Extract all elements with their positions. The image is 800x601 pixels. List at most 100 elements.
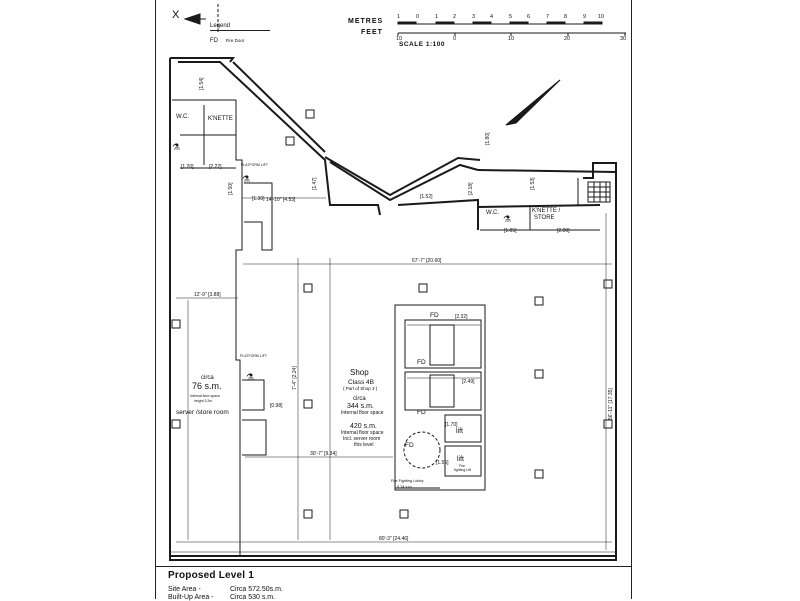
fire-lift-2: fighting Lift: [454, 468, 471, 472]
dim-label: [1.70]: [445, 422, 458, 428]
server-area: 76 s.m.: [192, 381, 222, 391]
scale-feet-label: FEET: [361, 29, 383, 36]
dim-label: [1.47]: [312, 177, 318, 190]
server-note-1: Internal floor space: [190, 394, 220, 398]
metre-tick: 5: [509, 14, 513, 20]
legend-code: FD: [210, 38, 218, 44]
fire-door-label-3: FD: [405, 442, 414, 449]
total-area: 420 s.m.: [350, 423, 377, 430]
dim-label: [1.52]: [420, 194, 433, 200]
dim-label: 80'-3" [24.46]: [379, 536, 409, 542]
metre-tick: 8: [564, 14, 568, 20]
svg-text:⚗: ⚗: [242, 174, 250, 184]
metre-tick: 0: [416, 14, 420, 20]
total-note-2: Incl. server room: [343, 436, 380, 442]
north-arrow-icon: [505, 79, 561, 126]
legend: Legend FD Fire Door: [210, 23, 270, 44]
room-label-store-right: STORE: [534, 215, 555, 221]
room-label-platform-lift-top: PLATFORM LIFT: [241, 163, 269, 167]
dim-label: 12'-9" [3.88]: [194, 292, 221, 298]
room-label-knette-right: K'NETTE /: [532, 208, 560, 214]
structural-columns: [171, 109, 613, 519]
room-label-platform-lift-mid: PLATFORM LIFT: [240, 354, 268, 358]
fire-door-label-2: FD: [417, 409, 426, 416]
legend-item-fire-door: FD Fire Door: [210, 38, 270, 44]
room-label-wc-right: W.C.: [486, 210, 499, 216]
dim-label: [1.54]: [199, 77, 205, 90]
built-up-area-value: Circa 530 s.m.: [229, 594, 276, 601]
shop-class: Class 4B: [348, 379, 374, 386]
lobby-label-1: Fire Fighting Lobby: [391, 479, 424, 483]
metre-tick: 1: [397, 14, 401, 20]
feet-tick: 30: [620, 36, 627, 42]
feet-tick: 10: [396, 36, 403, 42]
svg-text:⚗: ⚗: [503, 214, 511, 224]
site-area-value: Circa 572.50s.m.: [229, 586, 283, 593]
fire-door-label-4: FD: [430, 312, 439, 319]
legend-title: Legend: [210, 23, 270, 31]
drawing-sheet-border: [155, 0, 632, 599]
metre-tick: 10: [598, 14, 605, 20]
interior-walls: [172, 99, 611, 555]
room-label-lift-2: lift: [457, 456, 464, 463]
room-label-knette-left: K'NETTE: [208, 116, 233, 122]
dim-label: [2.32]: [455, 314, 468, 320]
dim-label: [2.49]: [462, 379, 475, 385]
title-block: Proposed Level 1 Site Area - Circa 572.5…: [155, 566, 632, 601]
dimension-lines: [176, 197, 612, 550]
scale-ratio: SCALE 1:100: [399, 41, 445, 48]
metre-tick: 4: [490, 14, 494, 20]
dim-label: [1.20]: [181, 164, 194, 170]
feet-tick: 0: [453, 36, 457, 42]
toilet-icon: ⚗ ⚗ ⚗ ⚗: [172, 142, 511, 382]
site-area-row: Site Area - Circa 572.50s.m.: [168, 586, 283, 593]
feet-tick: 10: [508, 36, 515, 42]
fire-door-label-1: FD: [417, 359, 426, 366]
scale-metres-label: METRES: [348, 18, 384, 25]
dim-label: [1.80]: [485, 132, 491, 145]
room-label-lift-1: lift: [456, 428, 463, 435]
total-note-3: this level: [354, 442, 373, 448]
shop-area: 344 s.m.: [347, 403, 374, 410]
shop-circa: circa: [353, 396, 366, 402]
room-label-shop: Shop: [350, 368, 369, 377]
shop-part: ( Part of Shop 3 ): [343, 386, 378, 391]
room-label-server: server /store room: [176, 409, 229, 416]
dim-label: [1.56]: [436, 460, 449, 466]
building-outline: [169, 57, 617, 561]
metre-tick: 6: [527, 14, 531, 20]
server-circa: circa: [201, 375, 214, 381]
metre-tick: 9: [583, 14, 587, 20]
svg-text:⚗: ⚗: [246, 372, 254, 382]
metre-tick: 1: [435, 14, 439, 20]
site-area-label: Site Area -: [168, 586, 201, 593]
svg-text:⚗: ⚗: [172, 142, 180, 152]
metre-tick: 3: [472, 14, 476, 20]
metre-tick: 7: [546, 14, 550, 20]
dim-label: 7'-4" [2.24]: [292, 366, 298, 390]
stair-lift-core: [394, 304, 486, 491]
dim-label: [1.50]: [228, 182, 234, 195]
built-up-area-row: Built-Up Area - Circa 530 s.m.: [168, 594, 275, 601]
drawing-title: Proposed Level 1: [168, 570, 255, 581]
dim-label: [1.30]: [252, 196, 265, 202]
dim-label: 56'-11" [17.35]: [608, 388, 614, 420]
dim-label: [2.22]: [209, 164, 222, 170]
scale-bar-graphic: [397, 21, 626, 36]
dim-label: 67'-7" [20.60]: [412, 258, 442, 264]
dim-label: [0.98]: [270, 403, 283, 409]
metre-tick: 2: [453, 14, 457, 20]
dim-label: [1.05]: [504, 228, 517, 234]
legend-text: Fire Door: [225, 38, 245, 43]
built-up-area-label: Built-Up Area -: [168, 594, 214, 601]
dim-label: 14'-10" [4.53]: [266, 197, 296, 203]
dim-label: [2.00]: [557, 228, 570, 234]
dim-label: 30'-7" [9.34]: [310, 451, 337, 457]
feet-tick: 20: [564, 36, 571, 42]
room-label-wc-left: W.C.: [176, 114, 189, 120]
dim-label: [1.53]: [530, 177, 536, 190]
section-mark-label: X: [172, 9, 180, 21]
section-marker: [183, 4, 219, 32]
shop-floor-note: Internal floor space: [341, 410, 384, 416]
